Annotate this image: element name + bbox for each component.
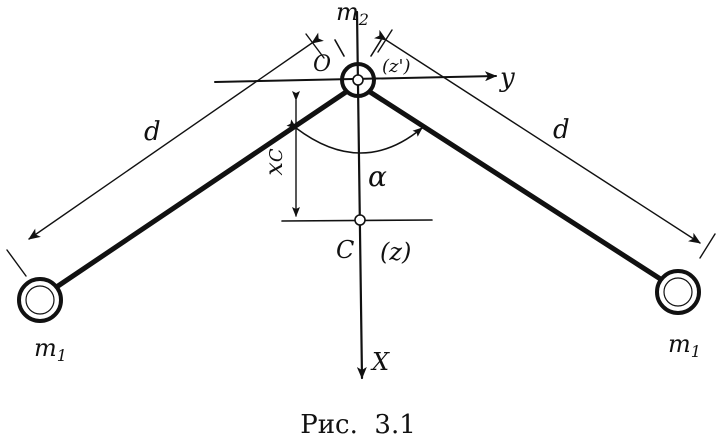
- z-prime-label: (z'): [382, 56, 410, 77]
- m1-left-label: m1: [34, 334, 67, 365]
- right-dimension-line: [374, 29, 701, 244]
- atom-m2-inner: [352, 74, 364, 86]
- m1-right-label: m1: [668, 330, 701, 361]
- x-axis-label: X: [370, 348, 390, 376]
- left-dim-extension-top: [305, 33, 325, 59]
- atom-m1-left-inner: [25, 285, 55, 315]
- right-bond-rod: [367, 89, 665, 283]
- alpha-label: α: [368, 160, 387, 193]
- center-label: C: [336, 236, 354, 264]
- center-of-mass-point: [354, 214, 366, 226]
- right-dim-extension-top: [377, 29, 393, 53]
- y-axis-label: y: [499, 63, 515, 93]
- alpha-arc: [286, 119, 423, 154]
- z-label: (z): [380, 238, 411, 266]
- atom-m1-right-outer: [655, 269, 701, 315]
- d-left-label: d: [144, 117, 161, 147]
- right-dim-extension-bottom: [699, 233, 716, 259]
- d-right-label: d: [553, 115, 570, 145]
- left-dim-extension-bottom: [6, 249, 27, 277]
- svg-text:xC: xC: [260, 148, 288, 176]
- origin-label: O: [313, 52, 331, 77]
- figure-caption: Рис. 3.1: [300, 410, 416, 440]
- m2-label: m2: [336, 0, 369, 29]
- m2-tick-right: [370, 39, 382, 57]
- m2-tick-left: [334, 39, 345, 57]
- xc-label: xC: [260, 148, 288, 176]
- left-dimension-line: [28, 32, 324, 240]
- x-axis-line: [355, 10, 367, 380]
- atom-m2-outer: [340, 62, 376, 98]
- atom-m1-right-inner: [663, 277, 693, 307]
- atom-m1-left-outer: [17, 277, 63, 323]
